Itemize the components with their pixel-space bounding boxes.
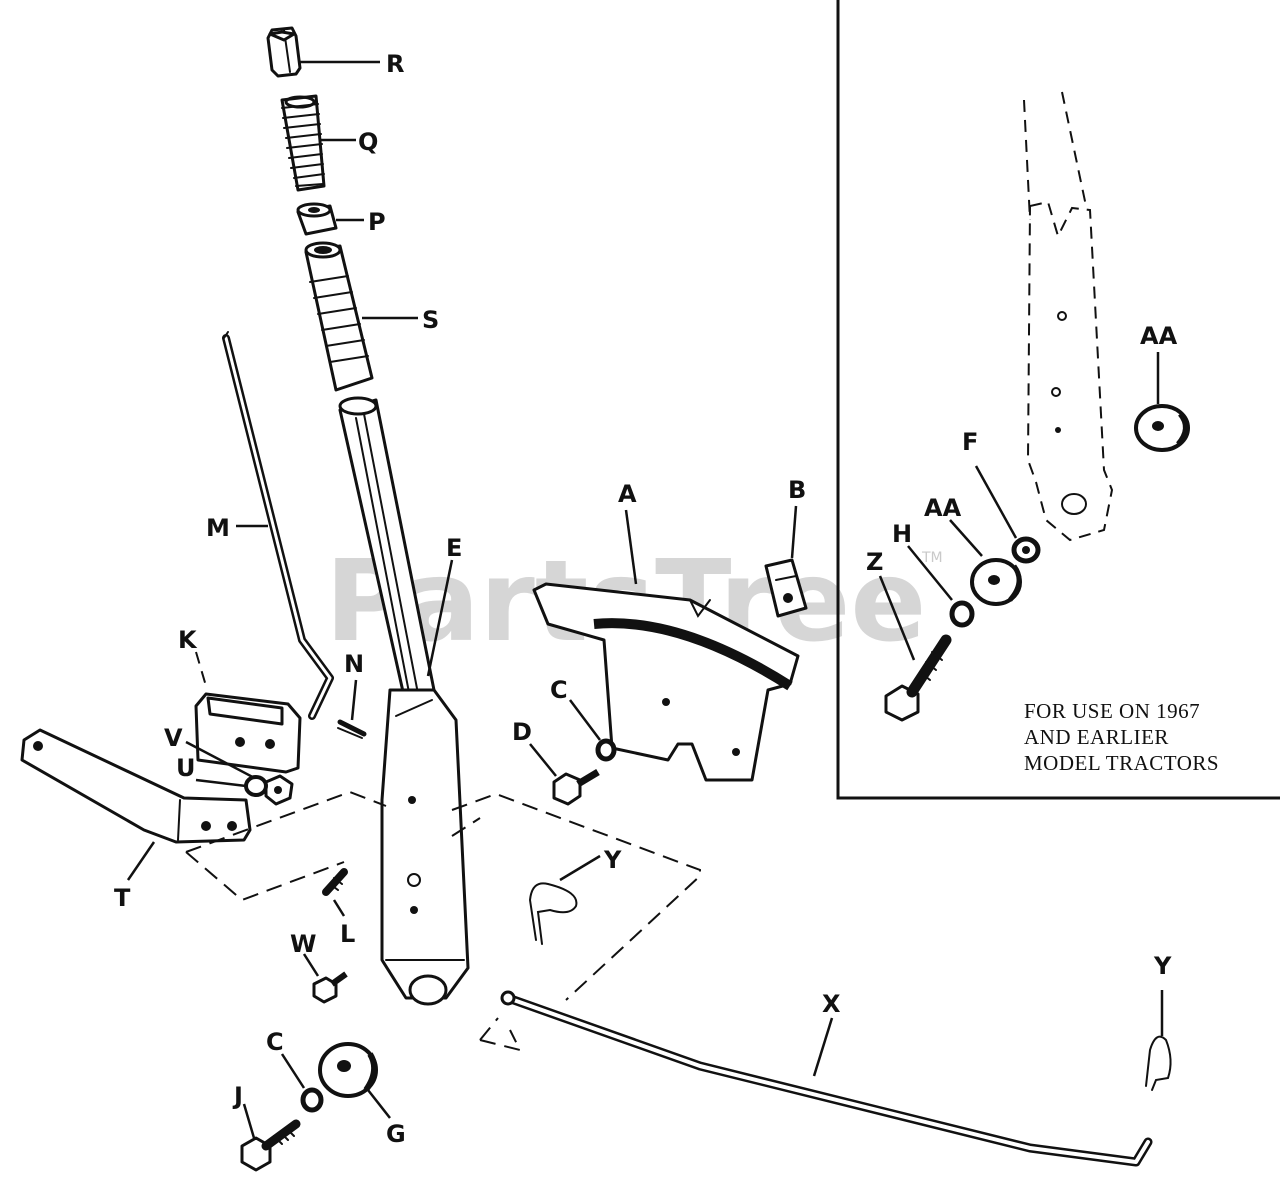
- part-h-lock-washer[interactable]: [949, 600, 975, 628]
- part-j-bolt[interactable]: [240, 1119, 301, 1172]
- leader-w: [302, 953, 320, 977]
- leader-k: [195, 651, 207, 687]
- leader-e: [426, 559, 454, 677]
- assembly-guide-x-end: [479, 1017, 522, 1052]
- part-m-rod[interactable]: [222, 331, 334, 720]
- label-e: E: [446, 534, 462, 562]
- leader-b: [790, 505, 798, 559]
- part-t-arm[interactable]: [20, 728, 252, 844]
- label-d: D: [512, 718, 532, 746]
- label-y-center: Y: [603, 846, 622, 874]
- part-aa-washer-lower[interactable]: [970, 558, 1022, 606]
- label-l: L: [340, 920, 355, 948]
- part-s-handle-grip[interactable]: [304, 241, 374, 392]
- label-v: V: [164, 724, 183, 752]
- label-aa-lower: AA: [924, 494, 962, 522]
- leader-y-center: [559, 854, 601, 882]
- label-y-right: Y: [1153, 952, 1172, 980]
- part-p-bushing[interactable]: [296, 202, 338, 236]
- inset-note: FOR USE ON 1967 AND EARLIER MODEL TRACTO…: [1024, 699, 1219, 775]
- inset-frame: [836, 0, 1280, 800]
- label-a: A: [618, 480, 637, 508]
- part-y-hairpin-right[interactable]: [1145, 1035, 1172, 1091]
- part-y-hairpin-center[interactable]: [528, 882, 578, 945]
- part-q-spring[interactable]: [280, 94, 326, 192]
- part-r-coupling-nut[interactable]: [266, 26, 302, 78]
- part-g-washer[interactable]: [318, 1042, 378, 1098]
- inset-phantom-lever: [1023, 91, 1114, 542]
- label-k: K: [178, 626, 198, 654]
- leader-t: [126, 841, 156, 881]
- leader-f: [974, 465, 1018, 539]
- part-c-lock-washer-bottom[interactable]: [300, 1087, 324, 1113]
- part-d-screw[interactable]: [552, 768, 600, 806]
- part-c-lock-washer-top[interactable]: [595, 738, 617, 762]
- leader-d: [529, 743, 557, 777]
- leader-g: [367, 1089, 391, 1119]
- part-z-bolt[interactable]: [884, 634, 952, 722]
- inset-note-line-1: FOR USE ON 1967: [1024, 699, 1200, 723]
- label-z: Z: [866, 548, 883, 576]
- label-b: B: [788, 476, 806, 504]
- part-e-lever[interactable]: [338, 396, 470, 1006]
- part-a-quadrant[interactable]: [532, 582, 800, 782]
- part-l-pin[interactable]: [322, 868, 348, 896]
- label-s: S: [422, 306, 439, 334]
- label-m: M: [206, 514, 230, 542]
- leader-j: [242, 1103, 256, 1139]
- leader-l: [332, 899, 346, 917]
- label-f: F: [962, 428, 978, 456]
- part-x-rod[interactable]: [500, 990, 1153, 1167]
- leader-n: [350, 679, 358, 721]
- label-h: H: [892, 520, 912, 548]
- leader-u: [195, 778, 247, 788]
- label-u: U: [176, 754, 196, 782]
- label-c-top: C: [550, 676, 568, 704]
- inset-note-line-2: AND EARLIER: [1024, 725, 1169, 749]
- inset-note-line-3: MODEL TRACTORS: [1024, 751, 1219, 775]
- part-aa-washer-upper[interactable]: [1134, 404, 1190, 452]
- leader-aa-lower: [949, 519, 983, 557]
- leader-c-top: [569, 699, 601, 741]
- label-p: P: [368, 208, 386, 236]
- leader-a: [624, 509, 638, 585]
- label-q: Q: [358, 128, 378, 156]
- label-w: W: [290, 930, 316, 958]
- part-b-clip[interactable]: [764, 558, 808, 618]
- label-g: G: [386, 1120, 406, 1148]
- leader-z: [878, 575, 916, 661]
- part-n-cotter-pin[interactable]: [337, 719, 367, 739]
- leader-h: [907, 545, 953, 601]
- label-x: X: [822, 990, 841, 1018]
- leader-c-bottom: [280, 1053, 306, 1089]
- assembly-guide-t: [185, 790, 387, 902]
- part-f-collar[interactable]: [1011, 536, 1041, 564]
- part-w-screw[interactable]: [312, 971, 348, 1004]
- part-k-bracket[interactable]: [194, 692, 302, 774]
- label-n: N: [344, 650, 364, 678]
- assembly-guide-x: [451, 792, 701, 1001]
- watermark-tm: TM: [921, 550, 943, 566]
- part-u-lock-washer[interactable]: [244, 775, 268, 797]
- label-j: J: [232, 1082, 243, 1110]
- label-aa-upper: AA: [1140, 322, 1178, 350]
- label-r: R: [386, 50, 404, 78]
- leader-x: [812, 1017, 834, 1077]
- label-c-bottom: C: [266, 1028, 284, 1056]
- label-t: T: [114, 884, 131, 912]
- part-v-nut[interactable]: [264, 774, 294, 806]
